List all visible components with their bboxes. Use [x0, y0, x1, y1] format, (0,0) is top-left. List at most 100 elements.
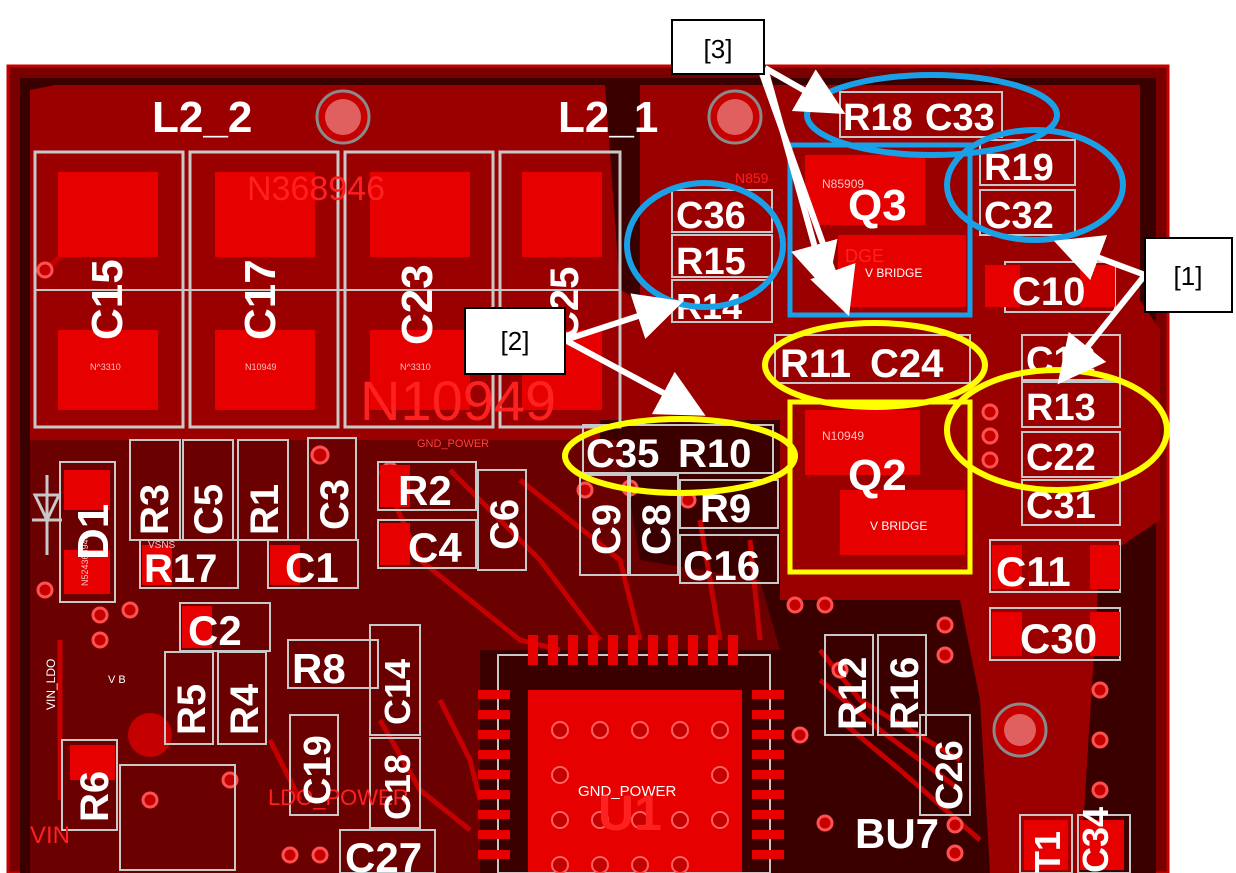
ring-r19-c32	[944, 127, 1126, 243]
label-r5: R5	[170, 684, 214, 735]
label-r19: R19	[984, 147, 1054, 189]
c15-pad-bottom	[58, 330, 158, 410]
callout-3: [3]	[671, 19, 765, 75]
label-c26: C26	[929, 740, 971, 810]
label-c2: C2	[188, 607, 242, 654]
label-r4: R4	[223, 683, 267, 735]
label-t1: T1	[1027, 831, 1068, 873]
label-r17: R17	[144, 547, 217, 591]
ring-r13-c22	[944, 367, 1170, 493]
arrow-3-to-q3	[762, 67, 838, 292]
gnd-power-small: GND_POWER	[417, 438, 489, 450]
label-c6: C6	[483, 499, 527, 550]
arrow-3-to-r18	[763, 65, 846, 114]
q3-highlight-box	[787, 142, 973, 318]
q2-pad-top	[805, 410, 920, 475]
v-partial-label: V B	[108, 674, 126, 686]
c17-pad-top	[215, 172, 315, 257]
smd-pads	[64, 265, 1124, 870]
u1-pins-top	[528, 635, 738, 665]
ring-c36-r15	[624, 180, 786, 310]
label-c24: C24	[870, 342, 944, 386]
label-c34: C34	[1075, 807, 1116, 873]
label-c3: C3	[313, 479, 357, 530]
label-c19: C19	[297, 735, 339, 805]
ring-c35-r10	[562, 416, 798, 496]
cap-net-c23: N^3310	[400, 362, 431, 372]
label-c30: C30	[1020, 615, 1097, 662]
label-r13: R13	[1026, 387, 1096, 429]
label-c36: C36	[676, 195, 746, 237]
arrow-1-to-c32	[1053, 235, 1147, 281]
label-r11: R11	[780, 342, 851, 386]
u1-pins-left	[478, 690, 510, 859]
mounting-hole-left	[128, 713, 172, 757]
vsns-label: VSNS	[148, 540, 176, 551]
label-r6: R6	[73, 771, 117, 822]
bridge-label-q2: V BRIDGE	[870, 519, 927, 533]
label-c35: C35	[586, 432, 659, 476]
u1-vias	[551, 721, 729, 873]
ring-r18-c33	[804, 72, 1060, 158]
label-c11: C11	[996, 548, 1071, 595]
c17-pad-bottom	[215, 330, 315, 410]
label-d1: D1	[69, 504, 118, 560]
net-label-q3-partial: N859	[735, 170, 769, 186]
net-labels: N368946 N10949 N85909 N859 N10949 V BRID…	[30, 170, 927, 849]
net-label-q3: N85909	[822, 177, 864, 191]
net-label-top: N368946	[247, 170, 385, 208]
bridge-label-partial: DGE	[845, 246, 884, 266]
q3-footprint	[805, 155, 966, 307]
mounting-hole-l2-2-center	[325, 99, 361, 135]
label-c17: C17	[236, 259, 285, 340]
label-r16: R16	[883, 657, 927, 730]
arrow-1-to-r13	[1057, 273, 1148, 385]
vin-ldo-label: VIN_LDO	[44, 659, 58, 710]
diode-symbol	[32, 475, 62, 555]
label-c15: C15	[83, 259, 132, 340]
callout-box-2	[464, 307, 566, 375]
callout-2: [2]	[464, 307, 566, 375]
label-q3: Q3	[848, 181, 907, 230]
label-r18: R18	[843, 97, 913, 139]
label-r8: R8	[292, 645, 346, 692]
label-c9: C9	[585, 504, 629, 555]
vin-partial-label: VIN	[30, 822, 70, 849]
net-label-q2: N10949	[822, 429, 864, 443]
callout-label-2: [2]	[501, 326, 530, 356]
label-c22: C22	[1026, 437, 1096, 479]
cap-net-c17: N10949	[245, 362, 277, 372]
label-l2-2: L2_2	[152, 93, 252, 142]
callout-box-1	[1144, 237, 1233, 313]
label-c33: C33	[925, 97, 995, 139]
label-c16: C16	[683, 542, 760, 589]
q2-highlight-box	[787, 399, 973, 575]
label-l2-1: L2_1	[558, 93, 658, 142]
label-c23: C23	[393, 264, 442, 345]
label-c1: C1	[285, 544, 339, 591]
callout-arrows	[563, 65, 1148, 416]
blue-highlight-rings	[624, 72, 1126, 310]
label-c27: C27	[345, 834, 422, 873]
label-r15: R15	[676, 241, 746, 283]
bridge-label-q3: V BRIDGE	[865, 266, 922, 280]
label-c4: C4	[408, 524, 462, 571]
u1-pins-right	[752, 690, 784, 859]
q2-footprint	[805, 410, 965, 555]
d1-net-label: N524368946	[80, 534, 90, 586]
ring-r11-c24	[762, 320, 988, 410]
label-r3: R3	[133, 484, 177, 535]
bulk-capacitor-bank	[33, 150, 622, 429]
mounting-hole-right-center	[1004, 714, 1036, 746]
arrow-2-to-r14	[564, 293, 684, 343]
callout-label-1: [1]	[1174, 261, 1203, 291]
net-label-bottom: N10949	[360, 369, 556, 432]
q3-pad-bottom	[838, 235, 966, 307]
label-c5: C5	[187, 484, 231, 535]
component-outlines	[59, 91, 1131, 873]
gnd-power-u1: GND_POWER	[578, 783, 677, 800]
label-q2: Q2	[848, 451, 907, 500]
label-c8: C8	[635, 504, 679, 555]
callout-box-3	[671, 19, 765, 75]
